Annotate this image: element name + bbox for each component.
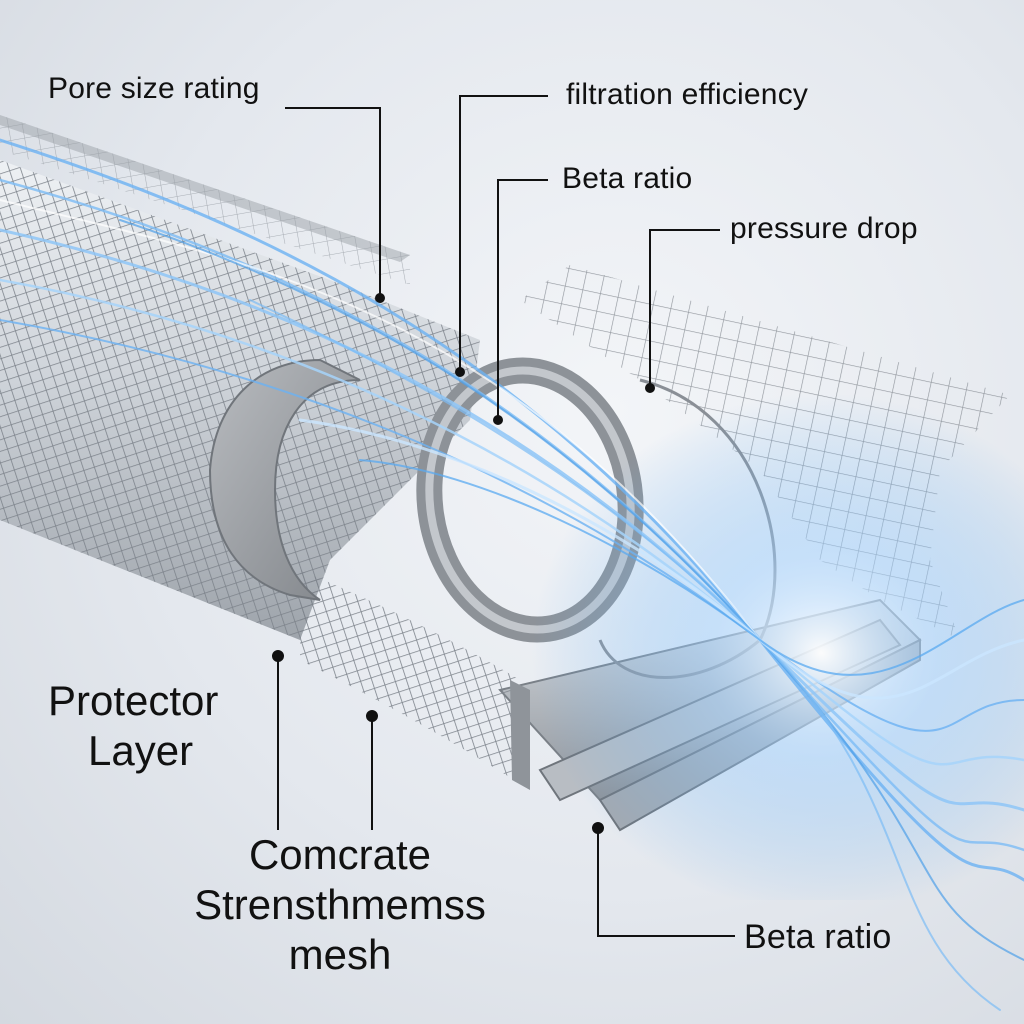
- leader-beta-ratio-top: [497, 179, 548, 420]
- back-mesh-top: [0, 115, 410, 285]
- label-beta-ratio-top: Beta ratio: [562, 162, 693, 195]
- label-protector-layer: Protector Layer: [48, 676, 218, 776]
- label-mesh-line3: mesh: [288, 931, 392, 978]
- label-pressure-drop: pressure drop: [730, 212, 918, 245]
- label-filtration-efficiency: filtration efficiency: [566, 78, 809, 111]
- leader-pore-size-rating: [285, 107, 381, 298]
- protector-ring: [208, 358, 361, 601]
- leader-filtration-efficiency: [459, 95, 548, 372]
- label-mesh: Comcrate Strensthmemss mesh: [190, 830, 490, 980]
- leader-beta-ratio-bottom: [597, 828, 735, 937]
- flow-lines: [0, 138, 1024, 1011]
- label-pore-size-rating: Pore size rating: [48, 72, 260, 105]
- label-protector-layer-line1: Protector: [48, 677, 219, 724]
- label-protector-layer-line2: Layer: [88, 727, 194, 774]
- leader-pressure-drop: [649, 229, 720, 388]
- leader-lines: [272, 95, 735, 937]
- label-mesh-line2: Strensthmemss: [194, 881, 486, 928]
- label-beta-ratio-bottom: Beta ratio: [744, 918, 892, 956]
- label-mesh-line1: Comcrate: [248, 831, 432, 878]
